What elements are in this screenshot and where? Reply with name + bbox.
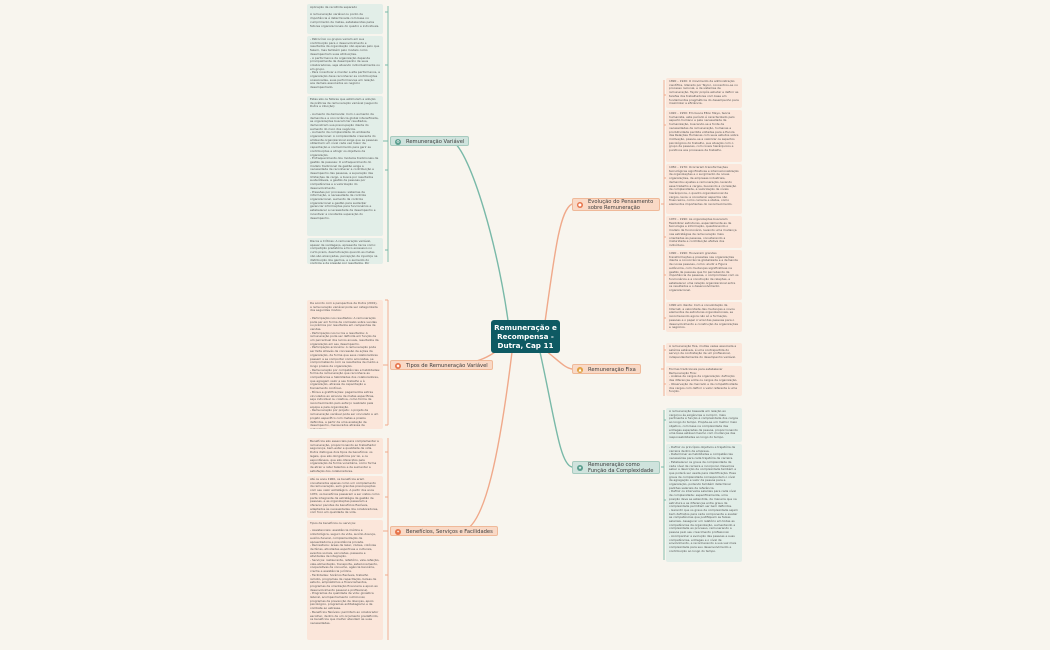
note-variavel-4: Riscos e Críticas: A remuneração variáve… (307, 238, 383, 264)
gift-icon: ✦ (395, 529, 401, 535)
chart-icon: ▲ (577, 367, 583, 373)
note-variavel-1: Aplicação da recolhida separado A remune… (307, 4, 383, 34)
branch-label: Remuneração Fixa (588, 367, 636, 373)
branch-label: Tipos de Remuneração Variável (406, 363, 488, 369)
branch-label: Benefícios, Serviços e Facilidades (406, 529, 493, 535)
note-evolucao-6: 1990 em diante: Com a consolidação da In… (666, 302, 742, 332)
note-variavel-2: - Patrocínio ou grupos variam em sua con… (307, 36, 383, 94)
bracket-complexidade (661, 410, 667, 560)
note-evolucao-5: 1990 – 1990: Houveram grandes transforma… (666, 250, 742, 300)
note-evolucao-4: 1970 – 1990: As organizações buscaram fl… (666, 216, 742, 248)
note-beneficios-2: Até os anos 1960, os benefícios eram con… (307, 476, 383, 518)
link-evolucao (544, 203, 573, 323)
bracket-evolucao (661, 80, 667, 330)
link-complexidade (539, 351, 573, 468)
note-beneficios-3: Tipos de benefícios ou serviços: - Assis… (307, 520, 383, 640)
branch-remuneracao-variavel[interactable]: ⚙ Remuneração Variável (390, 136, 470, 146)
bracket-fixa (661, 345, 667, 396)
note-tipos-1: De acordo com a perspectiva de Dutra (20… (307, 300, 383, 429)
note-fixa-2: Formas tradicionais para estabelecer Rem… (666, 366, 742, 396)
note-fixa-1: A remuneração fixa, muitas vezes associa… (666, 343, 742, 363)
central-topic[interactable]: Remuneração e Recompensa - Dutra, Cap 11 (491, 320, 560, 353)
gear-icon: ⚙ (395, 139, 401, 145)
bracket-tipos (383, 299, 389, 426)
star-icon: ★ (577, 465, 583, 471)
note-complexidade-2: - Definir os princípios objetivos e traj… (666, 444, 742, 562)
branch-label: Remuneração Variável (406, 139, 465, 145)
tag-icon: ◆ (395, 363, 401, 369)
note-complexidade-1: A remuneração baseada em relação ao carg… (666, 408, 742, 442)
branch-label: Evolução do Pensamento sobre Remuneração (588, 199, 654, 211)
note-variavel-3: Estas são os fatores que estimulam a ado… (307, 96, 383, 236)
branch-tipos-remuneracao-variavel[interactable]: ◆ Tipos de Remuneração Variável (390, 360, 493, 370)
branch-evolucao[interactable]: ● Evolução do Pensamento sobre Remuneraç… (572, 198, 660, 211)
branch-remuneracao-complexidade[interactable]: ★ Remuneração como Função da Complexidad… (572, 461, 660, 474)
bracket-beneficios (383, 438, 389, 640)
note-evolucao-2: 1920 – 1950: Em busca Elton Mayo, teoria… (666, 110, 742, 162)
note-evolucao-3: 1950 – 1970: Ocorreram transformações te… (666, 164, 742, 214)
note-beneficios-1: Benefícios são essenciais para complemen… (307, 438, 383, 474)
branch-beneficios[interactable]: ✦ Benefícios, Serviços e Facilidades (390, 526, 498, 536)
link-variavel (451, 140, 511, 337)
clock-icon: ● (577, 202, 583, 208)
note-evolucao-1: 1890 – 1920: O movimento da administraçã… (666, 78, 742, 108)
branch-remuneracao-fixa[interactable]: ▲ Remuneração Fixa (572, 364, 641, 374)
bracket-variavel (383, 6, 389, 262)
branch-label: Remuneração como Função da Complexidade (588, 462, 654, 474)
central-topic-label: Remuneração e Recompensa - Dutra, Cap 11 (494, 323, 557, 350)
link-beneficios (461, 351, 513, 532)
